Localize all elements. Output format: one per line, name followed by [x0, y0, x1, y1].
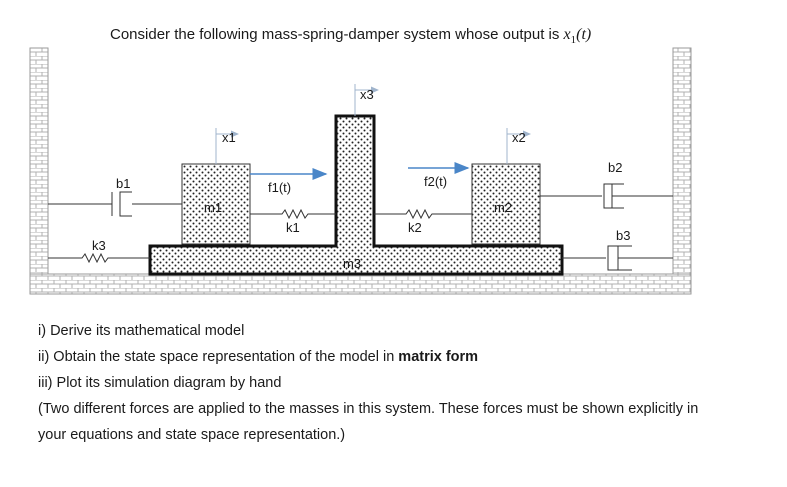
left-wall [29, 47, 49, 295]
displacement-x3-label: x3 [360, 87, 374, 102]
damper-b2-label: b2 [608, 160, 622, 175]
problem-statement: Consider the following mass-spring-dampe… [110, 26, 730, 46]
spring-k3-label: k3 [92, 238, 106, 253]
question-1: i) Derive its mathematical model [38, 323, 245, 339]
mass-m3-label: m3 [343, 256, 361, 271]
mass-spring-damper-diagram: m3 x3 m1 x1 m2 x2 f1(t) f2(t) k1 k2 k3 b… [29, 47, 692, 295]
questions-block: i) Derive its mathematical model ii) Obt… [38, 318, 738, 448]
force-f2-label: f2(t) [424, 174, 447, 189]
mass-m1-label: m1 [204, 200, 222, 215]
displacement-x1-label: x1 [222, 130, 236, 145]
mass-m3-block [148, 114, 564, 276]
right-wall [672, 47, 692, 295]
spring-k2-label: k2 [408, 220, 422, 235]
force-f1-label: f1(t) [268, 180, 291, 195]
damper-b1-label: b1 [116, 176, 130, 191]
spring-k3 [48, 252, 150, 264]
spring-k1 [250, 208, 336, 220]
problem-statement-text: Consider the following mass-spring-dampe… [110, 26, 564, 43]
mass-m2-block [471, 163, 541, 245]
forces-note: (Two different forces are applied to the… [38, 401, 699, 443]
ground [29, 273, 692, 295]
damper-b3-label: b3 [616, 228, 630, 243]
output-variable: x1(t) [563, 26, 592, 47]
question-3: iii) Plot its simulation diagram by hand [38, 375, 282, 391]
damper-b3 [562, 245, 673, 271]
displacement-x2-label: x2 [512, 130, 526, 145]
spring-k2 [374, 208, 472, 220]
damper-b1 [48, 191, 182, 217]
question-2: ii) Obtain the state space representatio… [38, 349, 479, 365]
damper-b2 [540, 183, 673, 209]
mass-m2-label: m2 [494, 200, 512, 215]
spring-k1-label: k1 [286, 220, 300, 235]
